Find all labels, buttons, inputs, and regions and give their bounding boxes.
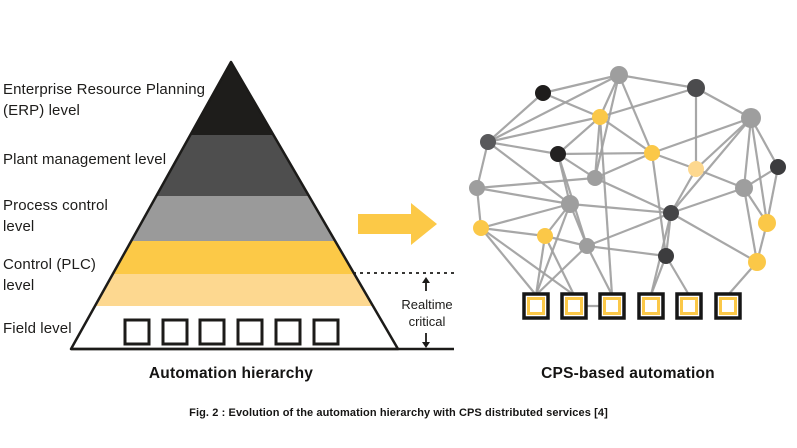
pyramid-label-control: Control (PLC) level [3,256,96,294]
field-device-square [123,318,151,346]
network-edge [542,73,620,95]
cps-device-square-inner [680,297,698,315]
network-edge [487,141,571,205]
network-edge [476,186,571,206]
network-node [537,228,553,244]
network-edge [544,235,575,296]
figure-caption: Fig. 2 : Evolution of the automation hie… [189,407,608,419]
network-edge [651,116,752,155]
pyramid-label-plant: Plant management level [3,151,167,168]
cps-device-square-inner [642,297,660,315]
network-node [587,170,603,186]
network-edge [599,116,653,154]
realtime-critical-label: Realtime critical [401,297,453,329]
network-edge [594,151,653,180]
network-edge [742,187,759,263]
field-device-square [198,318,226,346]
network-edge [617,74,654,154]
pyramid-band-erp [190,62,274,135]
network-node [644,145,660,161]
network-node [550,146,566,162]
network-node [592,109,608,125]
network-node [473,220,489,236]
network-edge [594,177,672,214]
left-panel-title: Automation hierarchy [148,365,314,382]
network-edge [534,203,572,296]
network-edge [534,235,547,296]
network-edge [749,117,769,224]
network-node [610,66,628,84]
network-node [748,253,766,271]
network-edge [586,211,672,248]
network-edge [742,117,753,189]
network-edge [593,116,602,179]
pyramid-label-process: Process control level [3,197,108,235]
network-node [579,238,595,254]
network-node [758,214,776,232]
network-edge [480,227,575,296]
field-device-square [312,318,340,346]
network-edge [476,176,596,190]
network-edge [487,140,559,156]
network-edge [557,116,601,155]
pyramid-band-process-control [131,196,336,241]
network-edge [569,202,672,215]
pyramid-band-field [71,306,398,349]
cps-device-square-inner [603,297,621,315]
network-edge [695,117,752,170]
network-edge [480,226,546,238]
field-device-square [161,318,189,346]
network-node [535,85,551,101]
realtime-down-arrowhead [422,342,430,348]
network-edge [557,151,653,156]
network-edge [535,245,588,296]
cps-device-square-inner [565,297,583,315]
network-node [770,159,786,175]
network-edge [586,245,613,296]
network-node [663,205,679,221]
pyramid-band-plant-management [156,135,309,196]
pyramid-label-erp: Enterprise Resource Planning (ERP) level [3,81,206,119]
network-edge [670,186,745,215]
cps-device-square-inner [719,297,737,315]
network-node [741,108,761,128]
network-edge [765,166,780,224]
network-edge [593,74,621,179]
transition-arrow [358,203,437,245]
network-edge [480,202,571,230]
network-edge [599,86,697,119]
pyramid-band-control-plc [112,241,355,274]
network-edge [670,117,752,214]
network-node [735,179,753,197]
network-edge [618,73,697,90]
network-node [469,180,485,196]
right-panel-title: CPS-based automation [541,365,715,382]
network-edge [670,168,697,214]
network-edge [487,74,620,143]
network-edge [586,244,667,258]
network-node [658,248,674,264]
network-edge [487,92,544,143]
network-node [688,161,704,177]
network-edge [480,227,537,296]
field-device-square [274,318,302,346]
network-edge [695,87,752,119]
network-edge [598,116,614,296]
network-node [480,134,496,150]
network-edge [670,212,758,263]
realtime-up-arrowhead [422,277,430,283]
cps-device-square-inner [527,297,545,315]
network-edge [542,91,601,119]
pyramid-band-control-plc-light [94,274,373,306]
network-node [687,79,705,97]
field-device-square [236,318,264,346]
network-edge [487,115,601,144]
network-node [561,195,579,213]
pyramid-label-field: Field level [3,320,72,337]
